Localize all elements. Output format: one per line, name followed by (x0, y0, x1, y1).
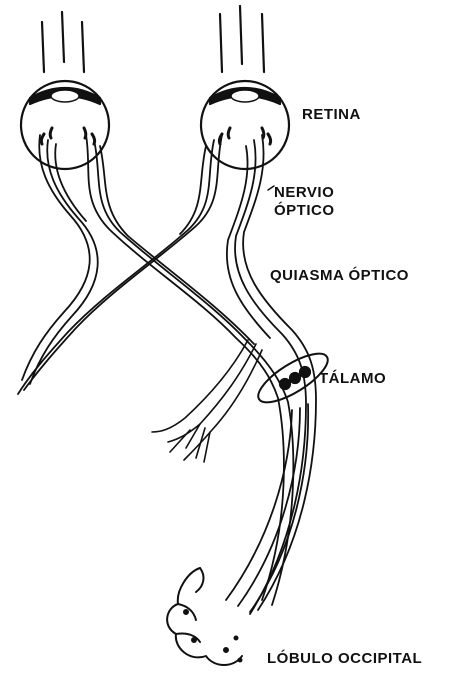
right-eye (201, 81, 289, 169)
left-optic-nerve-crossing (86, 135, 293, 605)
label-retina: RETINA (302, 106, 361, 124)
label-lobulo: LÓBULO OCCIPITAL (267, 650, 422, 668)
right-optic-nerve-crossing (18, 135, 222, 394)
occipital-lobe (167, 568, 242, 665)
label-talamo: TÁLAMO (319, 370, 386, 388)
label-quiasma: QUIASMA ÓPTICO (270, 267, 409, 285)
label-nervio-line1: NERVIO (274, 184, 334, 202)
light-rays-right (220, 6, 264, 72)
light-rays-left (42, 12, 84, 72)
label-nervio-line2: ÓPTICO (274, 202, 335, 220)
optic-radiations (226, 404, 308, 612)
fiber-branches (152, 340, 262, 462)
